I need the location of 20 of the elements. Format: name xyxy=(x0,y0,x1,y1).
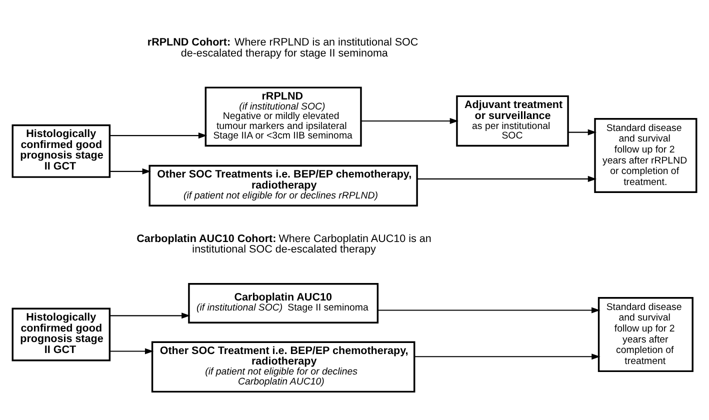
arrow xyxy=(110,348,154,354)
node-box: Other SOC Treatments i.e. BEP/EP chemotherapy, radiotherapy (if patient not eligible for or declines rRPLND) xyxy=(148,164,418,206)
label: rRPLND Cohort: Where rRPLND is an institutional SOC de-escalated therapy for stage II seminoma xyxy=(147,36,418,59)
label: Carboplatin AUC10 Cohort: Where Carboplatin AUC10 is an institutional SOC de-escalated therapy xyxy=(136,232,432,256)
node-box: Histologically confirmed good prognosis stage II GCT xyxy=(12,124,111,178)
arrow xyxy=(110,132,208,138)
node-box: Histologically confirmed good prognosis stage II GCT xyxy=(12,307,111,361)
arrow xyxy=(568,128,596,135)
arrow xyxy=(417,175,597,182)
arrow xyxy=(361,117,458,124)
arrow xyxy=(378,306,600,313)
node-box: Standard disease and survival follow up for 2 years after completion of treatment xyxy=(598,296,694,372)
arrow xyxy=(110,312,190,318)
node-box: Carboplatin AUC10 (if institutional SOC) Stage II seminoma xyxy=(188,282,379,324)
node-box: Other SOC Treatment i.e. BEP/EP chemotherapy, radiotherapy (if patient not eligible for or declines Carboplatin AUC10) xyxy=(151,340,416,392)
arrow xyxy=(110,168,151,174)
arrow xyxy=(414,353,600,360)
node-box: Standard disease and survival follow up for 2 years after rRPLND or completion of treatment. xyxy=(594,117,698,193)
node-box: Adjuvant treatment or surveillance as per institutional SOC xyxy=(456,94,569,146)
node-box: rRPLND (if institutional SOC) Negative or mildly elevated tumour markers and ipsilateral Stage IIA or <3cm IIB seminoma xyxy=(204,86,362,146)
